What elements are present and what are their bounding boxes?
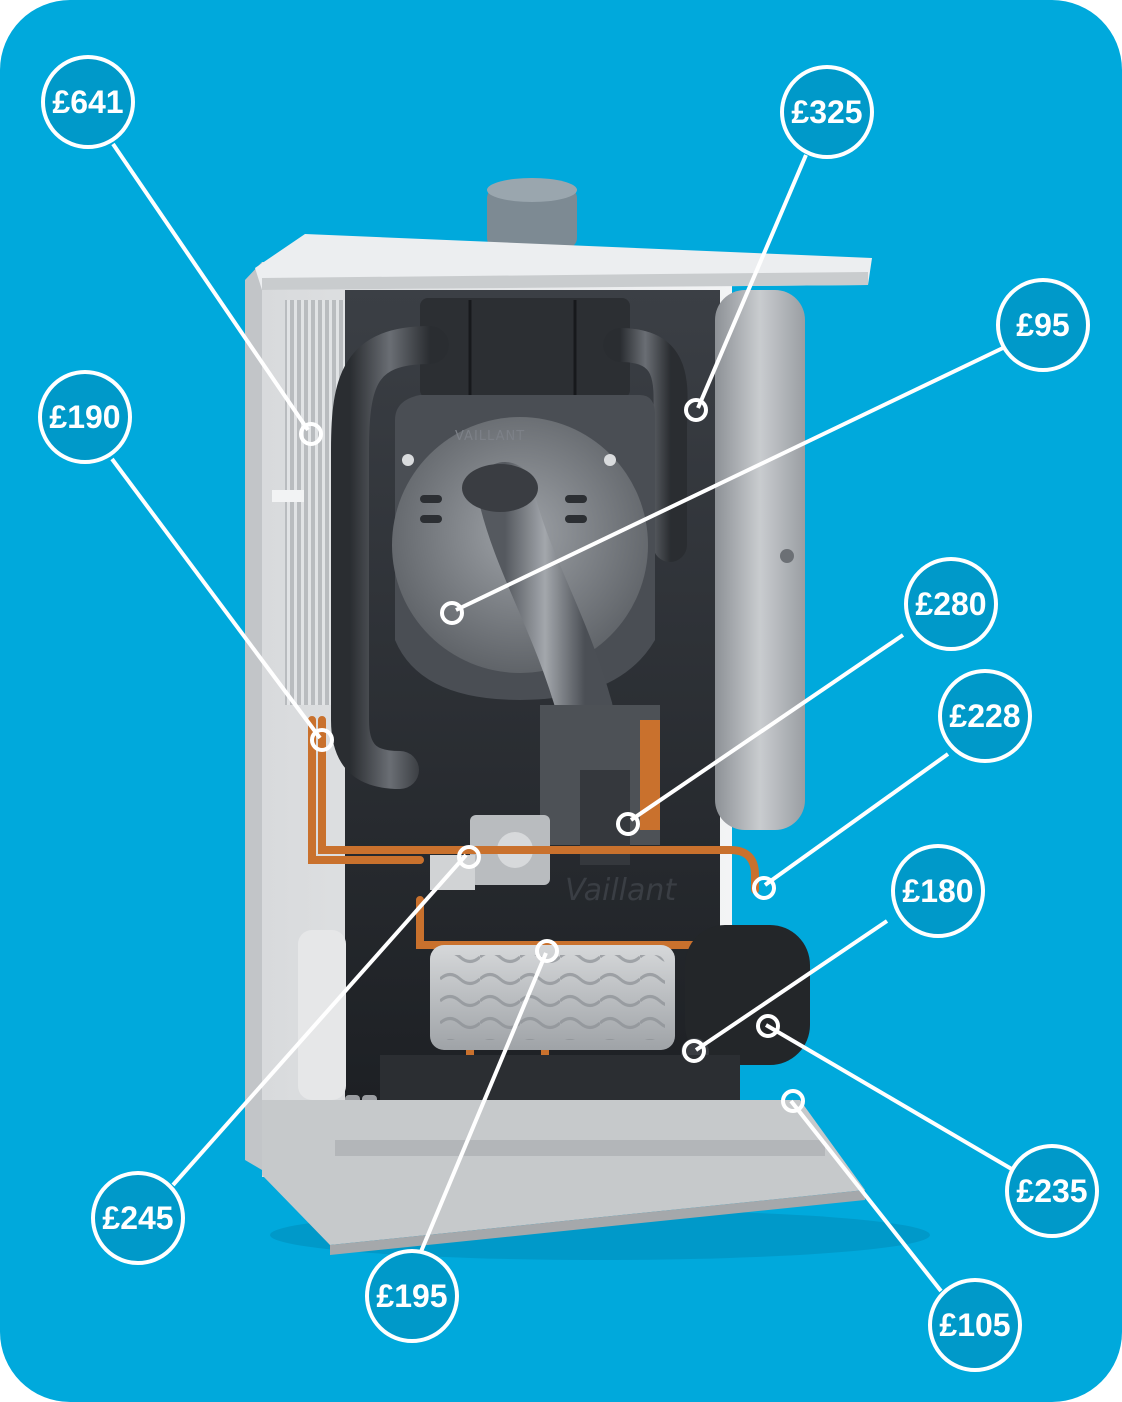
leader-line-gas-valve <box>171 853 468 1187</box>
endpoint-printed-circuit-board <box>781 1089 805 1113</box>
air-intake-block <box>420 298 630 398</box>
endpoint-pressure-relief-valve <box>752 876 776 900</box>
leader-line-plate-heat-exchanger <box>418 952 548 1255</box>
callout-copper-pipework[interactable]: £190 <box>38 370 132 464</box>
endpoint-diverter-valve <box>756 1014 780 1038</box>
price-label: £280 <box>915 586 986 622</box>
right-curved-pipe <box>603 328 688 562</box>
price-label: £105 <box>939 1307 1010 1343</box>
case-left-side <box>245 262 262 1170</box>
bottom-tray <box>262 1100 865 1245</box>
callout-expansion-vessel[interactable]: £325 <box>780 65 874 159</box>
brand-wordmark: Vaillant <box>565 873 677 908</box>
endpoint-expansion-vessel <box>684 398 708 422</box>
expansion-vessel-tank <box>715 290 805 830</box>
fan-badge-text: VAILLANT <box>455 429 525 444</box>
flue-collar <box>487 188 577 248</box>
endpoint-plate-heat-exchanger <box>535 939 559 963</box>
price-label: £228 <box>949 698 1020 734</box>
leader-line-diverter-valve <box>764 1023 1017 1173</box>
price-label: £195 <box>376 1278 447 1314</box>
flue-pipe <box>477 462 613 738</box>
price-label: £190 <box>49 399 120 435</box>
price-label: £641 <box>52 84 123 120</box>
price-label: £180 <box>902 873 973 909</box>
endpoint-pump <box>682 1039 706 1063</box>
callout-printed-circuit-board[interactable]: £105 <box>928 1278 1022 1372</box>
callout-pump[interactable]: £180 <box>891 844 985 938</box>
left-curved-pipe <box>331 326 449 789</box>
price-label: £325 <box>791 94 862 130</box>
callout-endpoints <box>299 398 805 1113</box>
callout-plate-heat-exchanger[interactable]: £195 <box>365 1249 459 1343</box>
leader-line-pressure-relief-valve <box>763 752 950 887</box>
leader-line-pump <box>694 919 889 1052</box>
boiler-illustration: VAILLANT Vaillant <box>245 178 930 1260</box>
endpoint-flue-heat-exchanger <box>299 422 323 446</box>
price-label: £245 <box>102 1200 173 1236</box>
leader-line-printed-circuit-board <box>789 1099 943 1293</box>
leader-line-expansion-vessel <box>696 154 808 409</box>
endpoint-gas-valve <box>457 845 481 869</box>
callout-pressure-relief-valve[interactable]: £228 <box>938 669 1032 763</box>
endpoint-fan <box>440 601 464 625</box>
endpoint-copper-pipework <box>310 728 334 752</box>
callout-spark-electrode[interactable]: £280 <box>904 557 998 651</box>
leader-line-fan <box>455 345 1006 612</box>
callout-flue-heat-exchanger[interactable]: £641 <box>41 55 135 149</box>
price-label: £235 <box>1016 1173 1087 1209</box>
leader-line-copper-pipework <box>110 457 322 740</box>
callout-lines <box>110 142 1017 1293</box>
callout-gas-valve[interactable]: £245 <box>91 1171 185 1265</box>
leader-line-flue-heat-exchanger <box>111 142 310 432</box>
callout-diverter-valve[interactable]: £235 <box>1005 1144 1099 1238</box>
bottom-valve-block <box>380 1055 740 1100</box>
price-callouts: £641 £325 £95 £190 £280 £228 £180 £245 <box>38 55 1099 1372</box>
leader-line-spark-electrode <box>629 633 905 822</box>
endpoint-spark-electrode <box>616 812 640 836</box>
price-label: £95 <box>1016 307 1069 343</box>
callout-fan[interactable]: £95 <box>996 278 1090 372</box>
